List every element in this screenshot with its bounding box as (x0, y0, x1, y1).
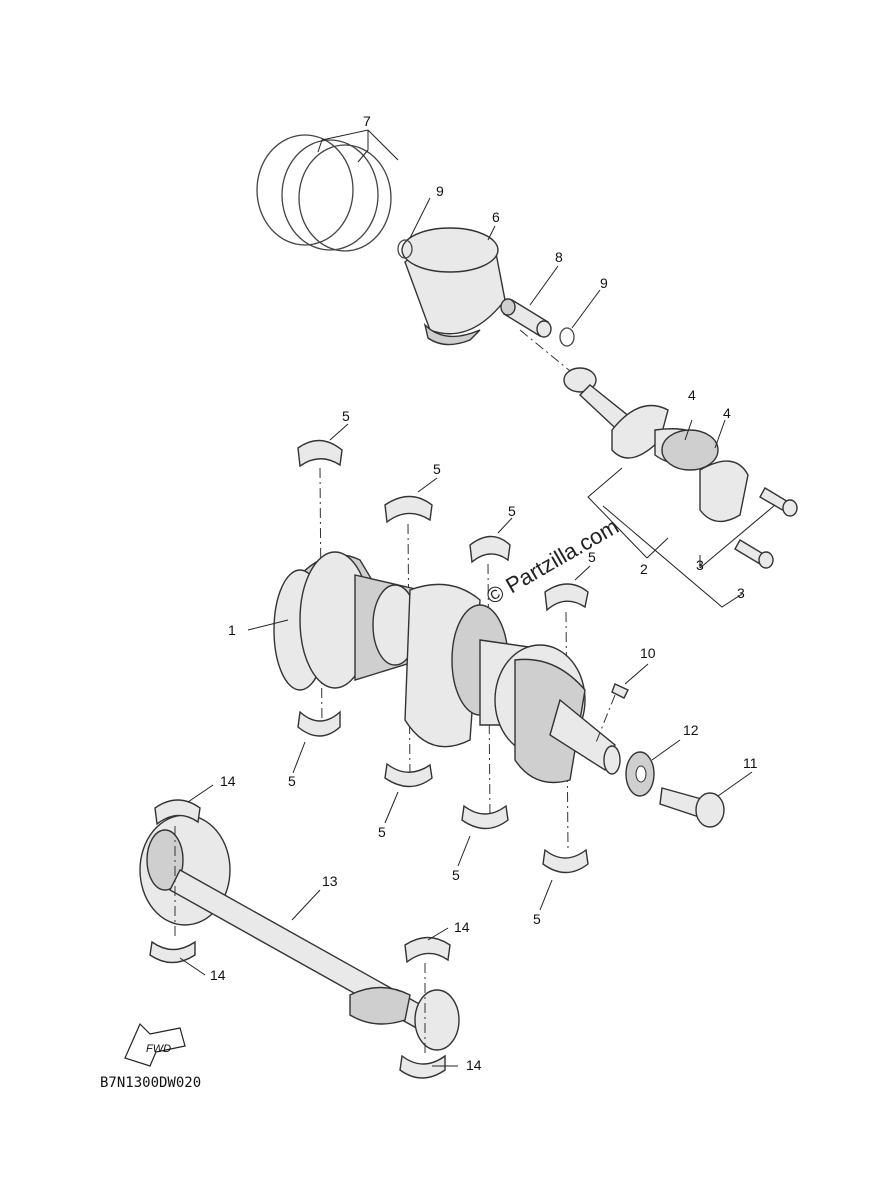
label-4a[interactable]: 4 (688, 387, 696, 403)
washer[interactable] (625, 751, 655, 797)
fwd-label: FWD (146, 1043, 171, 1055)
circlip-left[interactable] (397, 239, 413, 259)
label-12[interactable]: 12 (683, 722, 699, 738)
label-3a[interactable]: 3 (696, 557, 704, 573)
label-5h[interactable]: 5 (533, 911, 541, 927)
label-7[interactable]: 7 (363, 113, 371, 129)
label-3b[interactable]: 3 (737, 585, 745, 601)
label-9b[interactable]: 9 (600, 275, 608, 291)
label-5c[interactable]: 5 (508, 503, 516, 519)
balancer-bearing-3[interactable] (404, 936, 451, 964)
balancer-bearing-2[interactable] (149, 940, 196, 964)
circlip-right[interactable] (559, 327, 575, 347)
connecting-rod[interactable] (563, 367, 749, 523)
fwd-arrow-icon: FWD (124, 1022, 186, 1067)
piston[interactable] (401, 227, 506, 346)
label-5a[interactable]: 5 (342, 408, 350, 424)
main-bearing-lower-1[interactable] (297, 710, 341, 737)
label-8[interactable]: 8 (555, 249, 563, 265)
balancer-shaft[interactable] (139, 814, 460, 1051)
label-9a[interactable]: 9 (436, 183, 444, 199)
label-10[interactable]: 10 (640, 645, 656, 661)
crankshaft[interactable] (273, 551, 621, 784)
main-bearing-lower-3[interactable] (461, 804, 509, 830)
label-13[interactable]: 13 (322, 873, 338, 889)
label-5b[interactable]: 5 (433, 461, 441, 477)
main-bearing-lower-4[interactable] (542, 848, 589, 874)
conrod-bolt-lower[interactable] (734, 539, 774, 569)
crank-bolt[interactable] (659, 787, 725, 828)
main-bearing-upper-1[interactable] (297, 439, 343, 468)
label-14a[interactable]: 14 (220, 773, 236, 789)
label-14c[interactable]: 14 (210, 967, 226, 983)
conrod-bolt-upper[interactable] (759, 487, 798, 517)
label-6[interactable]: 6 (492, 209, 500, 225)
label-5e[interactable]: 5 (288, 773, 296, 789)
label-11[interactable]: 11 (743, 755, 758, 771)
woodruff-key[interactable] (611, 683, 629, 699)
piston-rings[interactable] (256, 134, 392, 252)
label-5d[interactable]: 5 (588, 549, 596, 565)
balancer-bearing-4[interactable] (399, 1054, 446, 1079)
balancer-bearing-1[interactable] (154, 799, 201, 826)
label-4b[interactable]: 4 (723, 405, 731, 421)
label-1[interactable]: 1 (228, 622, 236, 638)
piston-pin[interactable] (500, 298, 552, 338)
label-14d[interactable]: 14 (466, 1057, 482, 1073)
label-14b[interactable]: 14 (454, 919, 470, 935)
label-5f[interactable]: 5 (378, 824, 386, 840)
label-2[interactable]: 2 (640, 561, 648, 577)
main-bearing-lower-2[interactable] (384, 762, 433, 788)
label-5g[interactable]: 5 (452, 867, 460, 883)
diagram-code: B7N1300DW020 (100, 1075, 201, 1091)
main-bearing-upper-4[interactable] (544, 583, 589, 612)
main-bearing-upper-2[interactable] (384, 495, 433, 524)
main-bearing-upper-3[interactable] (469, 535, 511, 564)
